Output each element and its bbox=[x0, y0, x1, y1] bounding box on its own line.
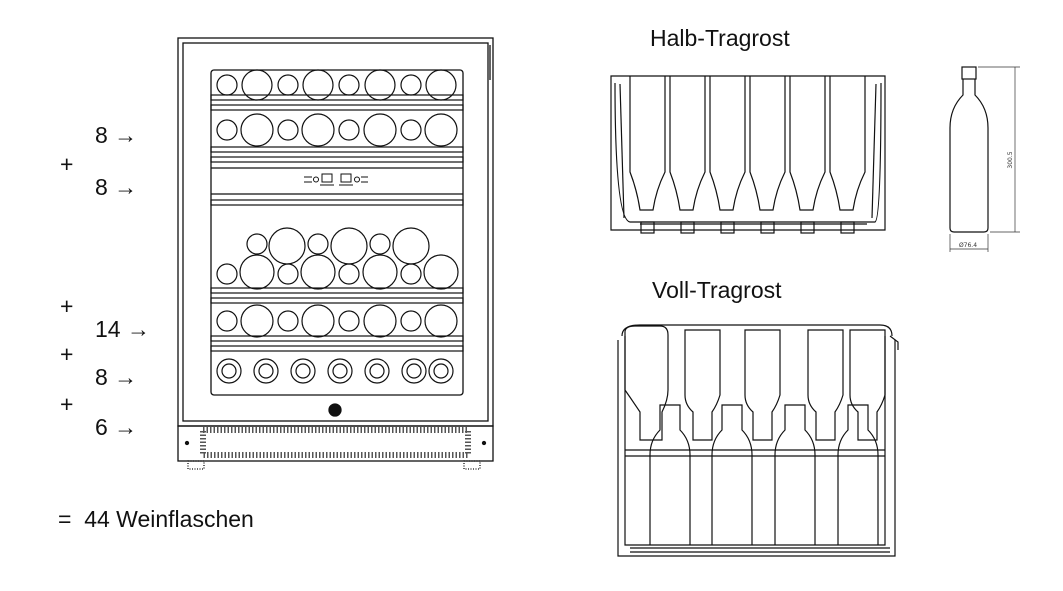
half-shelf-drawing bbox=[610, 75, 886, 234]
capacity-row-1: 8 → bbox=[60, 78, 155, 147]
door-lock-icon bbox=[328, 403, 342, 417]
fridge-body bbox=[177, 37, 494, 427]
wine-fridge bbox=[177, 37, 494, 470]
bottle-drawing bbox=[949, 66, 1020, 252]
capacity-row-1-count: 8 → bbox=[95, 122, 138, 148]
capacity-row-4: + 8 → bbox=[60, 320, 155, 389]
bottles-row-3 bbox=[216, 227, 459, 290]
capacity-row-4-count: 8 → bbox=[95, 364, 138, 390]
capacity-row-4-prefix: + bbox=[60, 341, 74, 367]
full-shelf-title: Voll-Tragrost bbox=[652, 277, 782, 303]
bottles-row-1 bbox=[216, 69, 457, 101]
ventilation-grille bbox=[200, 427, 471, 458]
bottles-row-5 bbox=[216, 358, 454, 384]
capacity-row-3-prefix: + bbox=[60, 293, 74, 319]
capacity-row-5: + 6 → bbox=[60, 370, 155, 439]
fridge-shelves bbox=[210, 94, 464, 352]
capacity-row-2-prefix: + bbox=[60, 151, 74, 177]
capacity-total: = 44 Weinflaschen bbox=[58, 506, 254, 532]
capacity-row-2: + 8 → bbox=[60, 130, 155, 199]
fridge-base bbox=[177, 425, 494, 462]
bottle-height-label: 300.5 bbox=[1007, 151, 1014, 168]
bottles-row-4 bbox=[216, 304, 458, 338]
fridge-glass-door bbox=[210, 69, 464, 396]
half-shelf-title: Halb-Tragrost bbox=[650, 25, 790, 51]
capacity-row-2-count: 8 → bbox=[95, 174, 138, 200]
bottle-diameter-label: Ø76.4 bbox=[959, 242, 977, 249]
capacity-row-5-count: 6 → bbox=[95, 414, 138, 440]
capacity-row-5-prefix: + bbox=[60, 391, 74, 417]
control-panel bbox=[304, 173, 368, 186]
bottles-row-2 bbox=[216, 113, 458, 147]
full-shelf-drawing bbox=[617, 324, 899, 557]
